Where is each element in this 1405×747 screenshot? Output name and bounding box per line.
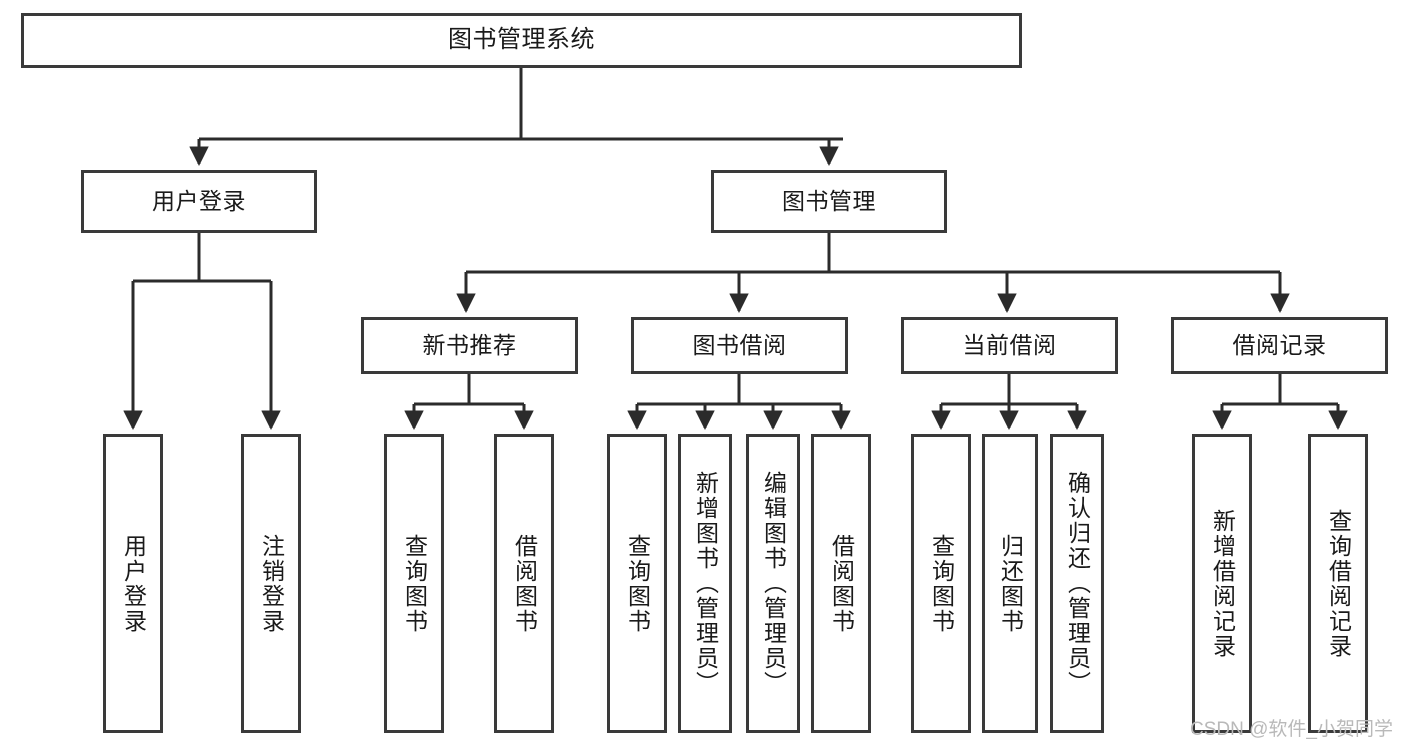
watermark: CSDN @软件_小贺同学	[1190, 719, 1393, 740]
node-book-borrow[interactable]: 图书借阅	[631, 317, 848, 374]
node-root-label: 图书管理系统	[448, 26, 595, 54]
leaf-borrowrecord-add[interactable]: 新增借阅记录	[1192, 434, 1252, 733]
node-book-borrow-label: 图书借阅	[692, 331, 787, 358]
leaf-borrowrecord-add-label: 新增借阅记录	[1209, 508, 1236, 659]
leaf-currentborrow-confirm[interactable]: 确认归还（管理员）	[1050, 434, 1104, 733]
leaf-currentborrow-confirm-label: 确认归还（管理员）	[1064, 471, 1091, 696]
leaf-currentborrow-return-label: 归还图书	[997, 533, 1024, 634]
node-user-login-label: 用户登录	[152, 187, 246, 214]
leaf-bookborrow-add[interactable]: 新增图书（管理员）	[678, 434, 732, 733]
leaf-bookborrow-borrow-label: 借阅图书	[828, 533, 855, 634]
node-new-book-recommend[interactable]: 新书推荐	[361, 317, 578, 374]
node-current-borrow-label: 当前借阅	[962, 331, 1057, 358]
node-root[interactable]: 图书管理系统	[21, 13, 1022, 68]
leaf-newbook-borrow[interactable]: 借阅图书	[494, 434, 554, 733]
leaf-newbook-query-label: 查询图书	[401, 533, 428, 634]
leaf-user-login-signin[interactable]: 用户登录	[103, 434, 163, 733]
leaf-newbook-borrow-label: 借阅图书	[511, 533, 538, 634]
leaf-bookborrow-borrow[interactable]: 借阅图书	[811, 434, 871, 733]
node-borrow-records[interactable]: 借阅记录	[1171, 317, 1388, 374]
leaf-user-login-signout[interactable]: 注销登录	[241, 434, 301, 733]
leaf-bookborrow-edit[interactable]: 编辑图书（管理员）	[746, 434, 800, 733]
leaf-borrowrecord-query-label: 查询借阅记录	[1325, 508, 1352, 659]
leaf-user-login-signin-label: 用户登录	[120, 533, 147, 634]
leaf-bookborrow-query[interactable]: 查询图书	[607, 434, 667, 733]
node-user-login[interactable]: 用户登录	[81, 170, 317, 233]
leaf-bookborrow-query-label: 查询图书	[624, 533, 651, 634]
node-book-management[interactable]: 图书管理	[711, 170, 947, 233]
node-new-book-recommend-label: 新书推荐	[422, 331, 517, 358]
leaf-newbook-query[interactable]: 查询图书	[384, 434, 444, 733]
leaf-borrowrecord-query[interactable]: 查询借阅记录	[1308, 434, 1368, 733]
leaf-currentborrow-query-label: 查询图书	[928, 533, 955, 634]
node-book-management-label: 图书管理	[782, 187, 876, 214]
leaf-user-login-signout-label: 注销登录	[258, 533, 285, 634]
leaf-bookborrow-edit-label: 编辑图书（管理员）	[760, 471, 787, 696]
node-borrow-records-label: 借阅记录	[1232, 331, 1327, 358]
leaf-currentborrow-query[interactable]: 查询图书	[911, 434, 971, 733]
leaf-bookborrow-add-label: 新增图书（管理员）	[692, 471, 719, 696]
node-current-borrow[interactable]: 当前借阅	[901, 317, 1118, 374]
leaf-currentborrow-return[interactable]: 归还图书	[982, 434, 1038, 733]
